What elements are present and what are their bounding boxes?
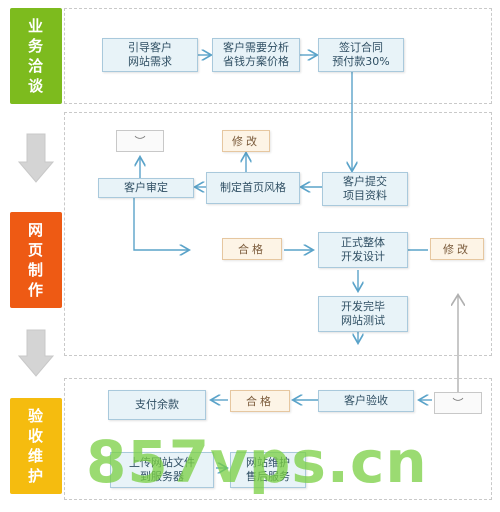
node-customer-review: 客户审定 xyxy=(98,178,194,198)
stage-business-negotiation: 业务洽谈 xyxy=(10,8,62,104)
face-icon: ︶ xyxy=(116,130,164,152)
node-site-testing: 开发完毕 网站测试 xyxy=(318,296,408,332)
node-guide-requirements: 引导客户 网站需求 xyxy=(102,38,198,72)
connector xyxy=(133,198,188,250)
stage-web-production: 网页制作 xyxy=(10,212,62,308)
node-maintenance-service: 网站维护 售后服务 xyxy=(230,452,306,488)
stage-acceptance-maintenance: 验收维护 xyxy=(10,398,62,494)
tag-pass: 合格 xyxy=(230,390,290,412)
panel-web-production xyxy=(64,112,492,356)
stage-label: 业务洽谈 xyxy=(27,17,44,95)
node-customer-acceptance: 客户验收 xyxy=(318,390,414,412)
down-arrow-icon xyxy=(17,133,55,183)
watermark: 857vps.cn xyxy=(86,428,428,496)
node-homepage-style: 制定首页风格 xyxy=(206,172,300,204)
node-full-development: 正式整体 开发设计 xyxy=(318,232,408,268)
node-upload-files: 上传网站文件 到服务器 xyxy=(110,452,214,488)
stage-label: 验收维护 xyxy=(27,407,44,485)
tag-pass: 合格 xyxy=(222,238,282,260)
tag-modify: 修改 xyxy=(222,130,270,152)
face-icon: ︶ xyxy=(434,392,482,414)
stage-label: 网页制作 xyxy=(27,221,44,299)
node-submit-materials: 客户提交 项目资料 xyxy=(322,172,408,206)
tag-modify: 修改 xyxy=(430,238,484,260)
node-requirement-analysis: 客户需要分析 省钱方案价格 xyxy=(212,38,300,72)
node-sign-contract: 签订合同 预付款30% xyxy=(318,38,404,72)
down-arrow-icon xyxy=(17,329,55,377)
node-balance-payment: 支付余款 xyxy=(108,390,206,420)
